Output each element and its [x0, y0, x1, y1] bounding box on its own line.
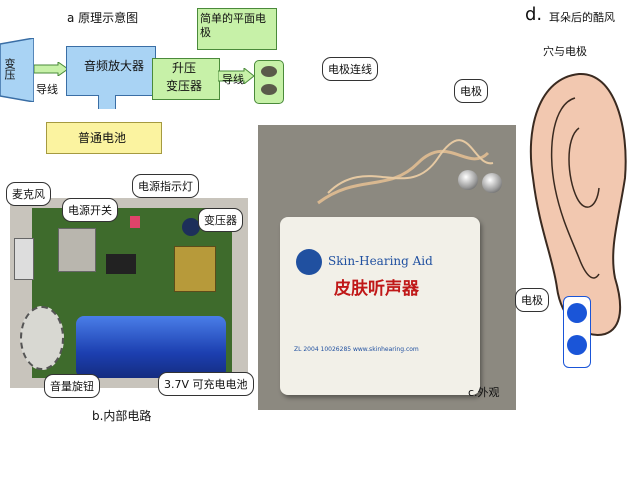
transformer-label: 变压器: [198, 208, 243, 232]
wire-left-label: 导线: [36, 83, 58, 96]
battery-box: [46, 122, 162, 154]
electrode-ball-1: [458, 170, 478, 190]
device-footer: ZL 2004 10026285 www.skinhearing.com: [294, 346, 419, 353]
transformer-part: [174, 246, 216, 292]
capacitor: [182, 218, 200, 236]
battery-label: 3.7V 可充电电池: [158, 372, 254, 396]
panel-c-exterior: Skin-Hearing Aid 皮肤听声器 ZL 2004 10026285 …: [258, 55, 516, 410]
transformer-shape: [0, 38, 34, 102]
device-brand-en: Skin-Hearing Aid: [328, 254, 433, 268]
panel-d-letter: d.: [525, 4, 543, 25]
ear-drawing: [529, 72, 627, 336]
panel-c-caption: c.外观: [468, 386, 500, 399]
electrode-disc-top: [261, 66, 277, 77]
device-body: Skin-Hearing Aid 皮肤听声器 ZL 2004 10026285 …: [280, 217, 480, 395]
panel-a-schematic: a 原理示意图 变压 导线 音频放大器 升压 变压器 导线 简单的平面电极 普通…: [0, 0, 300, 160]
power-switch-label: 电源开关: [62, 198, 118, 222]
circuit-photo: [10, 198, 248, 388]
battery-label: 普通电池: [78, 131, 127, 145]
switch-part: [58, 228, 96, 272]
electrode-ball-2: [482, 173, 502, 193]
wire-right-label: 导线: [222, 73, 244, 86]
electrode-note-label: 简单的平面电极: [200, 12, 266, 39]
electrode-note-box: [197, 8, 277, 50]
exterior-photo: Skin-Hearing Aid 皮肤听声器 ZL 2004 10026285 …: [258, 125, 516, 410]
amplifier-label: 音频放大器: [84, 59, 145, 73]
transformer-left-label: 变压: [3, 58, 16, 80]
ear-electrode-dot-top: [567, 303, 587, 323]
indicator-led: [130, 216, 140, 228]
ear-electrode-strip: [563, 296, 591, 368]
panel-d-title-2: 穴与电极: [543, 45, 587, 58]
electrode-wire-label: 电极连线: [322, 57, 378, 81]
battery-cylinder: [76, 316, 226, 378]
device-brand-cn: 皮肤听声器: [334, 279, 419, 299]
volume-knob-label: 音量旋钮: [44, 374, 100, 398]
electrode-label-c: 电极: [454, 79, 488, 103]
pcb-chip: [106, 254, 136, 274]
amplifier-box: [66, 46, 156, 96]
panel-a-title: a 原理示意图: [67, 11, 139, 25]
wire-right-arrow: [218, 68, 254, 84]
boost-label-1: 升压: [172, 61, 197, 75]
amplifier-stand: [98, 95, 116, 109]
microphone-label: 麦克风: [6, 182, 51, 206]
ear-electrode-dot-bottom: [567, 335, 587, 355]
electrode-cable: [317, 139, 494, 205]
panel-b-circuit: 麦克风 电源开关 电源指示灯 变压器 音量旋钮 3.7V 可充电电池 b.内部电…: [0, 168, 255, 428]
volume-knob-part: [20, 306, 64, 370]
panel-b-caption: b.内部电路: [92, 409, 152, 423]
panel-d-title-1: 耳朵后的酷风: [549, 11, 615, 24]
flat-electrode-pad: [254, 60, 284, 104]
panel-d-ear: d. 耳朵后的酷风 穴与电极 电极: [505, 0, 629, 380]
wire-left-arrow: [34, 62, 68, 76]
boost-label-2: 变压器: [166, 79, 203, 93]
power-indicator-label: 电源指示灯: [132, 174, 199, 198]
electrode-disc-bottom: [261, 84, 277, 95]
electrode-label-d: 电极: [515, 288, 549, 312]
mic-part: [14, 238, 34, 280]
device-logo: [296, 249, 322, 275]
